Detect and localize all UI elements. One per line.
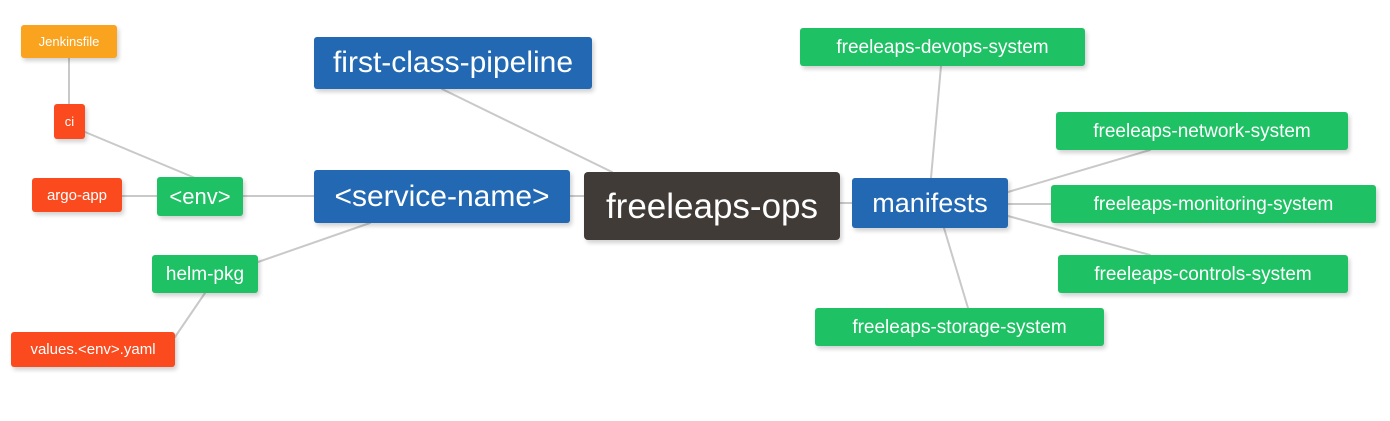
- node-freeleaps-monitoring-system[interactable]: freeleaps-monitoring-system: [1051, 185, 1376, 223]
- node-values-yaml[interactable]: values.<env>.yaml: [11, 332, 175, 367]
- node-env[interactable]: <env>: [157, 177, 243, 216]
- node-label: <service-name>: [334, 179, 550, 213]
- node-label: argo-app: [46, 186, 108, 204]
- edge-first-class-pipeline-to-freeleaps-ops: [441, 88, 613, 173]
- node-label: freeleaps-controls-system: [1094, 263, 1312, 285]
- node-label: freeleaps-monitoring-system: [1093, 193, 1334, 215]
- node-freeleaps-devops-system[interactable]: freeleaps-devops-system: [800, 28, 1085, 66]
- node-label: freeleaps-storage-system: [852, 316, 1067, 338]
- edge-manifests-to-freeleaps-storage-system: [943, 227, 969, 309]
- node-label: freeleaps-ops: [605, 186, 819, 226]
- node-label: Jenkinsfile: [38, 34, 100, 49]
- node-label: helm-pkg: [165, 263, 245, 285]
- node-first-class-pipeline[interactable]: first-class-pipeline: [314, 37, 592, 89]
- node-service-name[interactable]: <service-name>: [314, 170, 570, 223]
- node-ci[interactable]: ci: [54, 104, 85, 139]
- node-freeleaps-controls-system[interactable]: freeleaps-controls-system: [1058, 255, 1348, 293]
- node-label: ci: [64, 114, 75, 129]
- node-freeleaps-storage-system[interactable]: freeleaps-storage-system: [815, 308, 1104, 346]
- edge-helm-pkg-to-service-name: [257, 222, 371, 263]
- node-label: manifests: [872, 187, 988, 218]
- edge-ci-to-env: [84, 131, 201, 181]
- edge-values-yaml-to-helm-pkg: [174, 292, 206, 338]
- node-freeleaps-network-system[interactable]: freeleaps-network-system: [1056, 112, 1348, 150]
- node-argo-app[interactable]: argo-app: [32, 178, 122, 212]
- node-label: <env>: [169, 183, 231, 209]
- node-freeleaps-ops[interactable]: freeleaps-ops: [584, 172, 840, 240]
- node-label: freeleaps-devops-system: [836, 36, 1049, 58]
- node-label: first-class-pipeline: [332, 46, 574, 79]
- node-label: freeleaps-network-system: [1093, 120, 1311, 142]
- node-manifests[interactable]: manifests: [852, 178, 1008, 228]
- node-helm-pkg[interactable]: helm-pkg: [152, 255, 258, 293]
- edge-manifests-to-freeleaps-devops-system: [930, 65, 942, 179]
- node-jenkinsfile[interactable]: Jenkinsfile: [21, 25, 117, 58]
- node-label: values.<env>.yaml: [30, 341, 156, 358]
